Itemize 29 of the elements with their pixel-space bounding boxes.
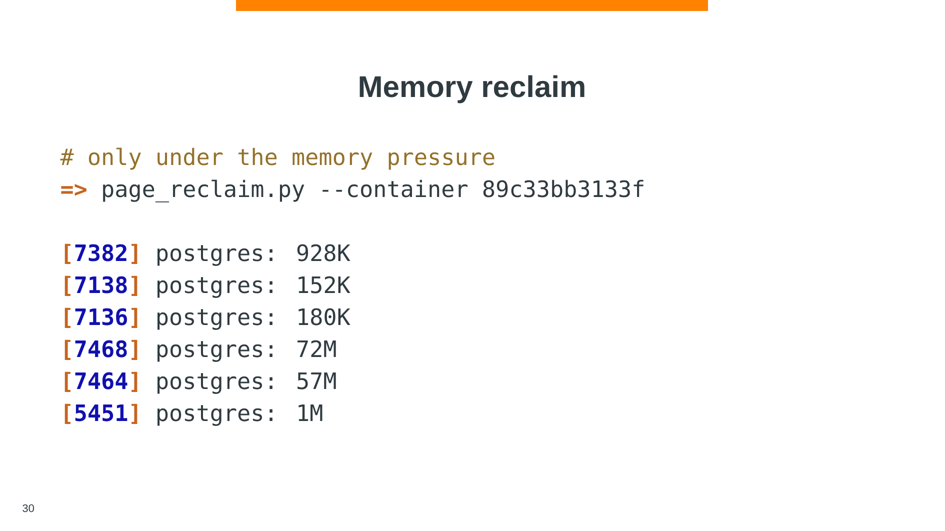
bracket: [ [64,276,70,296]
bracket: ] [132,244,138,264]
process-id: 7382 [75,244,126,262]
page-number: 30 [22,504,34,512]
process-memory: postgres: 72M [158,340,336,362]
slide-title: Memory reclaim [360,75,584,104]
bracket: ] [132,372,138,392]
bracket: [ [64,308,70,328]
process-id: 5451 [75,404,128,422]
bracket: ] [132,340,138,360]
process-id: 7136 [75,308,127,326]
process-memory: postgres: 180K [158,308,350,330]
bracket: [ [64,372,70,392]
process-id: 7468 [75,340,127,358]
bracket: [ [64,340,70,360]
code-comment: # only under the memory pressure [60,148,494,170]
process-memory: postgres: 152K [158,276,350,298]
process-memory: postgres: 1M [158,404,322,426]
bracket: [ [64,244,70,264]
bracket: ] [132,404,138,424]
bracket: [ [64,404,70,424]
process-memory: postgres: 928K [158,244,350,266]
bracket: ] [132,308,138,328]
command-text: page_reclaim.py --container 89c33bb3133f [103,180,644,202]
process-id: 7138 [75,276,127,294]
process-id: 7464 [75,372,128,390]
bracket: ] [132,276,138,296]
process-memory: postgres: 57M [158,372,336,394]
prompt-arrow: => [61,184,86,196]
